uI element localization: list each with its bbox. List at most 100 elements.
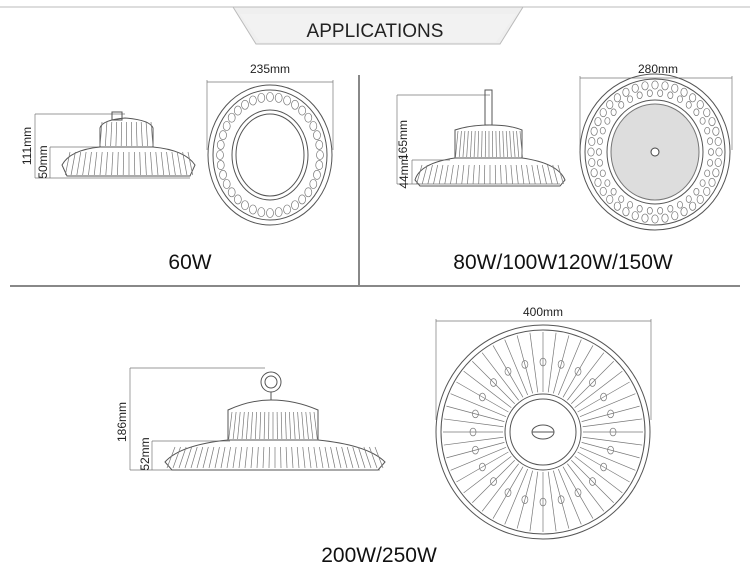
drawing-detail (597, 159, 603, 167)
drawing-detail (613, 93, 621, 103)
drawing-detail (307, 446, 312, 469)
drawing-detail (553, 470, 570, 529)
drawing-detail (458, 130, 462, 158)
drawing-detail (463, 456, 512, 494)
drawing-detail (481, 352, 519, 401)
drawing-detail (490, 378, 497, 387)
drawing-detail (433, 164, 439, 185)
drawing-detail (234, 194, 242, 205)
drawing-detail (589, 378, 596, 387)
drawing-detail (82, 151, 87, 176)
drawing-detail (574, 370, 623, 408)
drawing-detail (274, 92, 283, 103)
drawing-detail (536, 164, 542, 185)
drawing-detail (456, 451, 509, 483)
drawing-detail (222, 121, 231, 131)
drawing-detail (519, 130, 523, 158)
drawing-detail (582, 436, 643, 446)
drawing-detail (707, 159, 713, 167)
drawing-detail (490, 477, 497, 486)
drawing-detail (577, 451, 630, 483)
drawing-detail (443, 436, 504, 446)
drawing-detail (636, 91, 643, 99)
drawing-detail (140, 121, 143, 147)
drawing-detail (450, 393, 507, 418)
drawing-detail (680, 87, 688, 97)
drawing-detail (557, 339, 582, 396)
drawing-detail (641, 213, 649, 223)
drawing-detail (547, 332, 557, 393)
drawing-detail (166, 446, 176, 469)
drawing-detail (280, 411, 283, 440)
drawing-detail (263, 411, 266, 440)
drawing-detail (582, 418, 643, 428)
drawing-detail (227, 112, 236, 123)
drawing-detail (599, 169, 606, 178)
drawing-detail (577, 381, 630, 413)
drawing-detail (677, 95, 683, 103)
drawing-detail (99, 151, 103, 176)
drawing-detail (613, 201, 621, 211)
drawing-detail (241, 411, 245, 440)
drawing-detail (714, 137, 722, 147)
drawing-detail (249, 95, 257, 106)
drawing-detail (150, 151, 153, 176)
drawing-detail (547, 164, 553, 185)
drawing-detail (509, 130, 512, 158)
drawing-detail (444, 164, 449, 185)
drawing-detail (689, 93, 697, 103)
drawing-detail (541, 164, 547, 185)
drawing-detail (257, 207, 266, 218)
top-view-200-250w (435, 319, 652, 540)
drawing-detail (466, 130, 469, 158)
drawing-detail (529, 471, 539, 532)
drawing-detail (293, 411, 296, 440)
drawing-detail (502, 130, 505, 158)
drawing-detail (696, 194, 704, 204)
drawing-detail (667, 91, 674, 99)
drawing-detail (266, 208, 274, 218)
drawing-detail (316, 150, 324, 160)
drawing-detail (646, 89, 653, 97)
drawing-detail (216, 160, 225, 170)
drawing-detail (677, 201, 683, 209)
drawing-detail (529, 332, 539, 393)
drawing-detail (515, 164, 519, 185)
diameter-label-200-250w: 400mm (523, 305, 563, 319)
drawing-detail (446, 405, 505, 422)
drawing-detail (472, 164, 475, 185)
drawing-detail (139, 151, 141, 176)
drawing-detail (657, 207, 664, 215)
drawing-detail (274, 207, 283, 218)
drawing-detail (238, 446, 243, 469)
drawing-detail (250, 411, 253, 440)
drawing-detail (470, 130, 473, 158)
drawing-detail (455, 164, 459, 185)
drawing-detail (703, 186, 711, 196)
drawing-detail (521, 495, 529, 504)
drawing-detail (622, 87, 630, 97)
drawing-detail (456, 381, 509, 413)
drawing-detail (472, 445, 479, 455)
drawing-detail (150, 121, 154, 147)
drawing-detail (689, 201, 697, 211)
drawing-detail (627, 201, 633, 209)
drawing-detail (117, 151, 119, 176)
drawing-detail (557, 495, 565, 504)
drawing-detail (478, 164, 480, 185)
drawing-detail (495, 130, 497, 158)
drawing-detail (99, 121, 103, 147)
drawing-detail (712, 126, 720, 136)
drawing-detail (246, 411, 249, 440)
drawing-detail (202, 446, 209, 469)
drawing-detail (600, 392, 607, 402)
drawing-detail (461, 164, 465, 185)
drawing-detail (581, 405, 640, 422)
drawing-detail (510, 164, 513, 185)
top-view-80-150w (579, 73, 733, 231)
drawing-detail (335, 446, 342, 469)
drawing-detail (567, 352, 605, 401)
drawing-detail (553, 335, 570, 394)
drawing-detail (685, 195, 692, 203)
